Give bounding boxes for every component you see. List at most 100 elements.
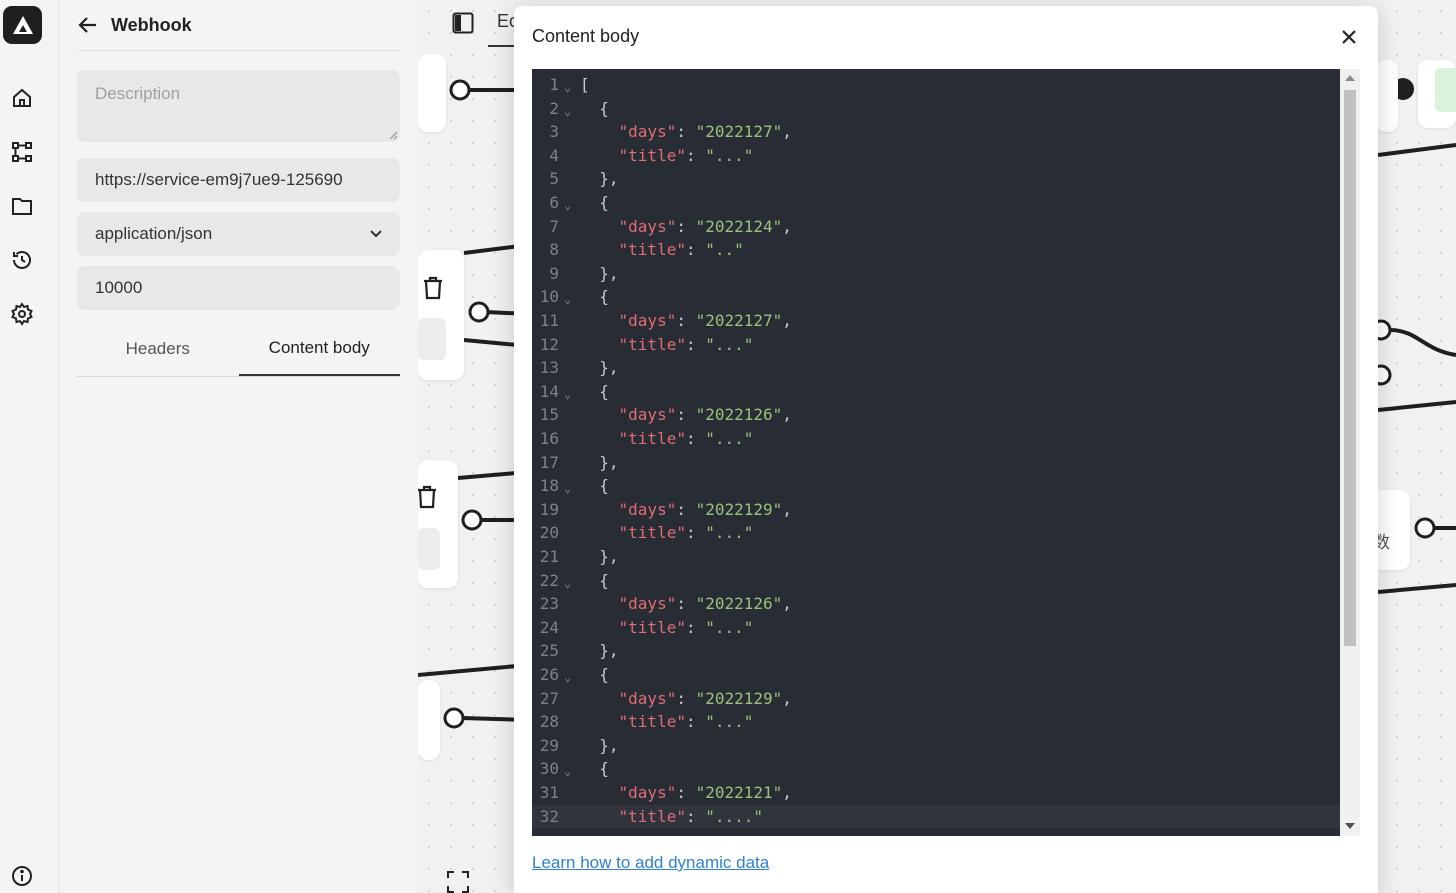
close-icon[interactable] <box>1340 28 1358 46</box>
code-line[interactable]: "title": "..." <box>618 145 754 165</box>
editor-scrollbar[interactable] <box>1340 69 1360 836</box>
line-gutter: 13 <box>532 356 580 380</box>
fold-spacer <box>559 167 577 191</box>
line-gutter: 30⌄ <box>532 757 580 781</box>
learn-dynamic-data-link[interactable]: Learn how to add dynamic data <box>532 853 770 872</box>
code-line[interactable]: "title": "..." <box>618 617 754 637</box>
workflow-node[interactable] <box>1376 60 1398 132</box>
fold-chevron-icon[interactable]: ⌄ <box>564 198 572 212</box>
code-line[interactable]: }, <box>580 735 619 755</box>
canvas-tab-label[interactable]: Ec <box>497 11 519 31</box>
fold-chevron-icon[interactable]: ⌄ <box>564 481 572 496</box>
line-number: 22 <box>539 570 559 590</box>
folder-icon[interactable] <box>8 192 36 220</box>
json-string-value: "2022127" <box>695 311 783 330</box>
fold-spacer <box>559 451 577 475</box>
code-line[interactable]: }, <box>580 641 619 661</box>
code-line[interactable]: { <box>580 98 609 118</box>
code-line[interactable]: { <box>580 665 609 684</box>
arrow-left-icon[interactable] <box>77 12 103 38</box>
code-line[interactable]: "title": "..." <box>618 429 754 448</box>
code-line[interactable]: "days": "2022124", <box>618 216 792 236</box>
url-input[interactable]: https://service-em9j7ue9-125690 <box>77 158 400 202</box>
app-logo-icon[interactable] <box>3 6 42 44</box>
scroll-up-icon[interactable] <box>1345 75 1355 81</box>
line-gutter: 16 <box>532 427 580 451</box>
json-code-editor[interactable]: 1⌄[2⌄ {3 "days": "2022127",4 "title": ".… <box>532 69 1360 836</box>
fit-view-icon[interactable] <box>446 870 470 893</box>
sidebar-toggle-icon[interactable] <box>452 12 474 34</box>
scroll-down-icon[interactable] <box>1345 823 1355 829</box>
line-number: 15 <box>539 405 559 425</box>
code-line[interactable]: "days": "2022129", <box>618 688 792 708</box>
line-gutter: 14⌄ <box>532 380 580 404</box>
workflow-node[interactable] <box>418 250 464 380</box>
code-line[interactable]: "days": "2022126", <box>618 594 792 614</box>
code-line[interactable]: "title": "..." <box>618 334 754 354</box>
json-string-value: "...." <box>705 806 764 826</box>
code-line[interactable]: "days": "2022127", <box>618 122 792 142</box>
fold-chevron-icon[interactable]: ⌄ <box>564 764 572 779</box>
code-line[interactable]: "days": "2022129", <box>618 499 792 519</box>
workflow-node[interactable] <box>418 460 458 588</box>
line-number: 32 <box>539 806 559 826</box>
fold-chevron-icon[interactable]: ⌄ <box>564 575 572 590</box>
code-line[interactable]: }, <box>580 547 619 566</box>
code-line[interactable]: "title": "..." <box>618 523 754 543</box>
code-line[interactable]: }, <box>580 358 619 378</box>
code-line[interactable]: [ <box>580 75 590 94</box>
description-input[interactable]: Description <box>77 70 400 142</box>
line-gutter: 24 <box>532 616 580 640</box>
scroll-thumb[interactable] <box>1344 90 1356 646</box>
tab-headers[interactable]: Headers <box>125 338 190 358</box>
code-line[interactable]: { <box>580 759 609 779</box>
code-line[interactable]: "days": "2022127", <box>618 311 792 330</box>
code-line[interactable]: { <box>580 287 609 307</box>
resize-handle-icon[interactable] <box>388 130 398 140</box>
fold-chevron-icon[interactable]: ⌄ <box>564 670 572 684</box>
fold-chevron-icon[interactable]: ⌄ <box>564 103 572 118</box>
fold-spacer <box>559 545 577 569</box>
trash-icon[interactable] <box>422 276 444 300</box>
code-line[interactable]: { <box>580 381 609 401</box>
code-line[interactable]: }, <box>580 452 619 472</box>
code-line[interactable]: "title": "...." <box>618 806 764 826</box>
tab-content-body[interactable]: Content body <box>238 321 400 376</box>
json-key: "title" <box>618 145 686 165</box>
modal-title: Content body <box>532 26 640 46</box>
workflow-node[interactable] <box>418 54 446 132</box>
fold-chevron-icon[interactable]: ⌄ <box>564 292 572 307</box>
workflow-node[interactable] <box>418 680 440 760</box>
fold-chevron-icon[interactable]: ⌄ <box>564 80 572 94</box>
line-number: 6 <box>549 193 559 212</box>
workflow-node[interactable] <box>1418 60 1456 128</box>
content-type-select[interactable]: application/json <box>77 212 400 256</box>
json-string-value: "2022121" <box>695 783 783 802</box>
history-icon[interactable] <box>8 246 36 274</box>
timeout-input[interactable]: 10000 <box>77 266 400 310</box>
description-placeholder: Description <box>95 84 181 103</box>
json-string-value: "2022129" <box>695 499 783 519</box>
workflow-icon[interactable] <box>8 138 36 166</box>
home-icon[interactable] <box>8 84 36 112</box>
code-line[interactable]: { <box>580 476 609 496</box>
fold-chevron-icon[interactable]: ⌄ <box>564 386 572 401</box>
info-icon[interactable] <box>8 862 36 890</box>
code-line[interactable]: { <box>580 570 609 590</box>
code-line[interactable]: }, <box>580 263 619 283</box>
code-line[interactable]: "days": "2022121", <box>618 783 792 802</box>
code-line[interactable]: "title": ".." <box>618 240 744 260</box>
settings-icon[interactable] <box>8 300 36 328</box>
fold-spacer <box>559 592 577 616</box>
code-line[interactable]: { <box>580 193 609 212</box>
code-line[interactable]: }, <box>580 169 619 189</box>
json-string-value: "..." <box>705 617 754 637</box>
trash-icon[interactable] <box>418 485 438 509</box>
line-number: 28 <box>539 712 559 732</box>
line-gutter: 28 <box>532 710 580 734</box>
line-number: 29 <box>539 735 559 755</box>
line-gutter: 8 <box>532 238 580 262</box>
code-line[interactable]: "title": "..." <box>618 712 754 732</box>
code-line[interactable]: "days": "2022126", <box>618 405 792 425</box>
json-key: "title" <box>618 523 686 543</box>
